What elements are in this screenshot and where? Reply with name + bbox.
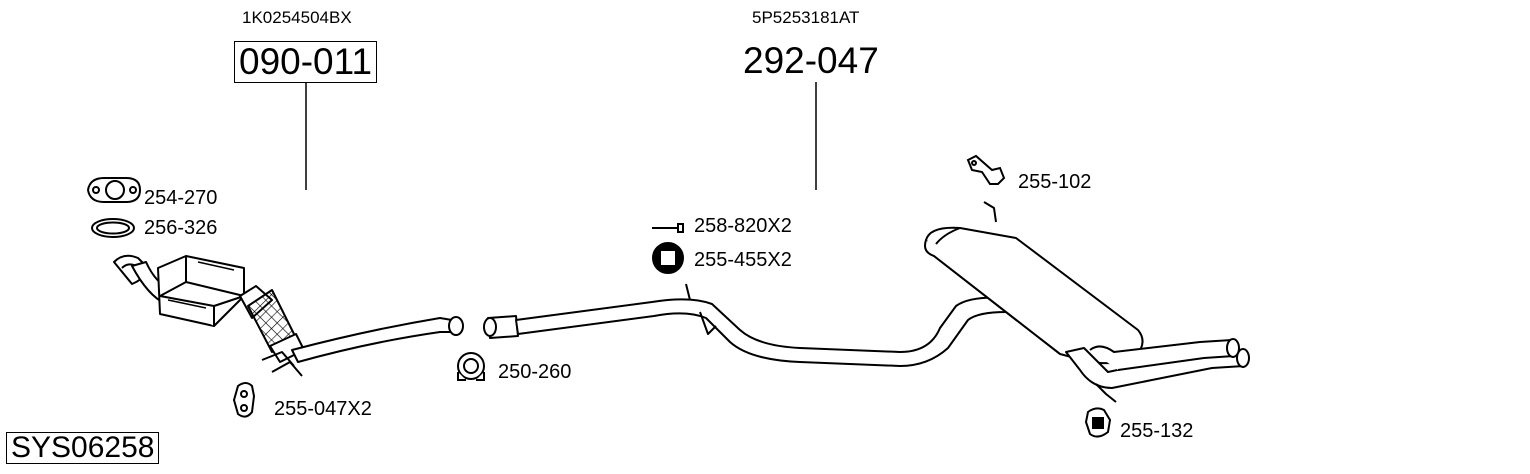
- part-number-catalytic-converter: 090-011: [234, 41, 378, 83]
- oem-number-catalytic-converter: 1K0254504BX: [242, 8, 352, 27]
- system-code: SYS06258: [6, 432, 160, 464]
- part-label-ring-gasket: 256-326: [144, 217, 218, 239]
- part-label-pipe-clamp: 250-260: [498, 361, 572, 383]
- bolt-icon: [652, 223, 684, 233]
- rear-silencer-drawing: [483, 201, 1250, 403]
- part-label-rubber-mount: 255-047X2: [274, 398, 372, 420]
- rubber-ring-icon: [652, 242, 684, 274]
- rear-rubber-mount-icon: [1084, 407, 1112, 438]
- flange-gasket-icon: [86, 177, 142, 203]
- ring-gasket-icon: [91, 218, 135, 238]
- catalytic-converter-drawing: [113, 254, 464, 377]
- pipe-clamp-icon: [457, 352, 485, 381]
- part-number-rear-silencer: 292-047: [743, 40, 879, 81]
- part-label-bolt: 258-820X2: [694, 215, 792, 237]
- part-label-rubber-ring: 255-455X2: [694, 249, 792, 271]
- rubber-mount-icon: [232, 382, 256, 418]
- bracket-icon: [966, 154, 1006, 185]
- part-label-bracket: 255-102: [1018, 171, 1092, 193]
- part-label-rear-rubber-mount: 255-132: [1120, 420, 1194, 442]
- oem-number-rear-silencer: 5P5253181AT: [752, 8, 860, 27]
- part-label-flange-gasket: 254-270: [144, 187, 218, 209]
